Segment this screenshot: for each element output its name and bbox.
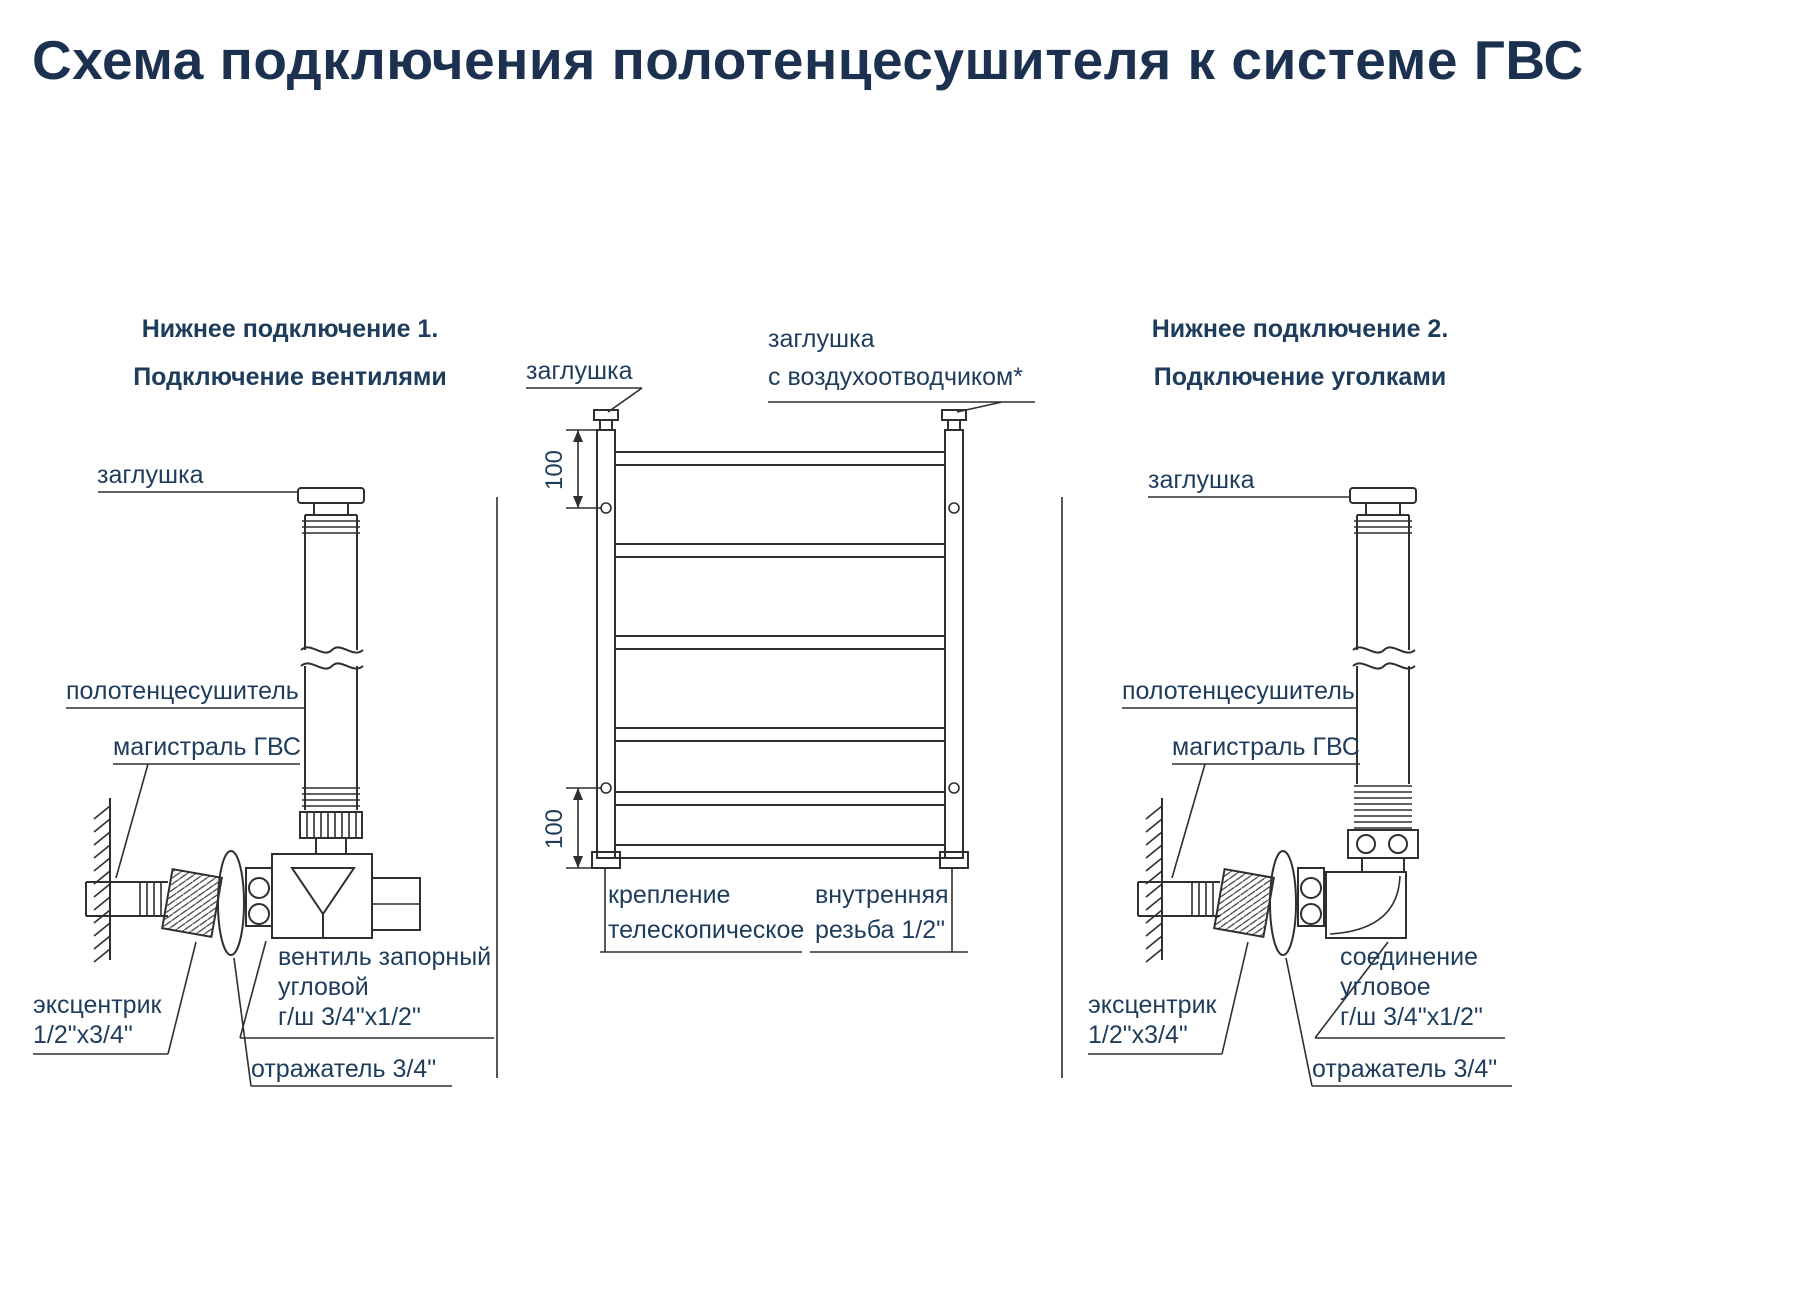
reflector (1269, 850, 1297, 956)
eccentric (1213, 867, 1275, 939)
center-label-plug-right-line1: заглушка (768, 325, 875, 353)
center-label-plug-right-line2: с воздухоотводчиком* (768, 363, 1023, 391)
left-heading-line1: Нижнее подключение 1. (141, 315, 439, 343)
right-label-elbow: соединение угловое г/ш 3/4"x1/2" (1340, 942, 1483, 1032)
center-label-plug-right: заглушка с воздухоотводчиком* (768, 320, 1023, 396)
left-label-reflector: отражатель 3/4" (251, 1055, 437, 1083)
dimension-bottom-value: 100 (541, 809, 568, 849)
right-label-elbow-line3: г/ш 3/4"x1/2" (1340, 1003, 1483, 1031)
plug-cap (1349, 487, 1417, 516)
supply-pipe (85, 881, 168, 917)
plug-cap (297, 487, 365, 516)
eccentric (161, 867, 223, 939)
reflector (217, 850, 245, 956)
center-label-plug-left: заглушка (526, 357, 633, 385)
left-label-valve: вентиль запорный угловой г/ш 3/4"x1/2" (278, 942, 491, 1032)
right-label-eccentric: эксцентрик 1/2"x3/4" (1088, 990, 1216, 1050)
right-label-reflector: отражатель 3/4" (1312, 1055, 1498, 1083)
left-label-eccentric-line2: 1/2"x3/4" (33, 1021, 133, 1049)
left-diagram (33, 487, 494, 1087)
angle-union-fitting (1297, 829, 1419, 939)
right-label-main: магистраль ГВС (1172, 733, 1360, 761)
right-label-elbow-line2: угловое (1340, 973, 1431, 1001)
center-label-thread-line1: внутренняя (815, 881, 949, 909)
ladder-rungs (614, 451, 946, 859)
right-leader-lines (1088, 496, 1512, 1087)
left-label-eccentric: эксцентрик 1/2"x3/4" (33, 990, 161, 1050)
towel-pipe (300, 514, 364, 810)
left-leader-lines (33, 491, 494, 1087)
section-dividers (496, 497, 1063, 1078)
right-label-eccentric-line1: эксцентрик (1088, 991, 1217, 1019)
wall (1145, 798, 1163, 963)
left-label-valve-line3: г/ш 3/4"x1/2" (278, 1003, 421, 1031)
right-label-plug: заглушка (1148, 466, 1255, 494)
left-label-valve-line2: угловой (278, 973, 369, 1001)
right-label-elbow-line1: соединение (1340, 943, 1478, 971)
right-diagram (1088, 487, 1512, 1087)
right-heading-line1: Нижнее подключение 2. (1151, 315, 1449, 343)
center-diagram: 100 100 (526, 387, 1035, 953)
towel-pipe (1352, 514, 1416, 829)
angle-valve (245, 811, 421, 939)
left-label-valve-line1: вентиль запорный (278, 943, 492, 971)
center-label-thread-line2: резьба 1/2" (815, 916, 945, 944)
center-label-mount-line2: телескопическое (608, 916, 805, 944)
supply-pipe (1137, 881, 1220, 917)
dimension-top-value: 100 (541, 450, 568, 490)
wall (93, 798, 111, 963)
left-label-plug: заглушка (97, 461, 204, 489)
left-heading-line2: Подключение вентилями (133, 363, 447, 391)
center-label-thread: внутренняя резьба 1/2" (815, 878, 949, 948)
right-label-eccentric-line2: 1/2"x3/4" (1088, 1021, 1188, 1049)
center-label-mount-line1: крепление (608, 881, 731, 909)
center-leader-lines (526, 387, 1035, 953)
left-label-towel-rail: полотенцесушитель (66, 677, 299, 705)
right-heading-line2: Подключение уголками (1153, 363, 1447, 391)
right-label-towel-rail: полотенцесушитель (1122, 677, 1355, 705)
left-label-main: магистраль ГВС (113, 733, 301, 761)
ladder-rails (591, 409, 969, 869)
page-title: Схема подключения полотенцесушителя к си… (32, 29, 1584, 91)
center-label-mount: крепление телескопическое (608, 878, 804, 948)
dimension-lines: 100 100 (541, 429, 602, 869)
left-label-eccentric-line1: эксцентрик (33, 991, 162, 1019)
